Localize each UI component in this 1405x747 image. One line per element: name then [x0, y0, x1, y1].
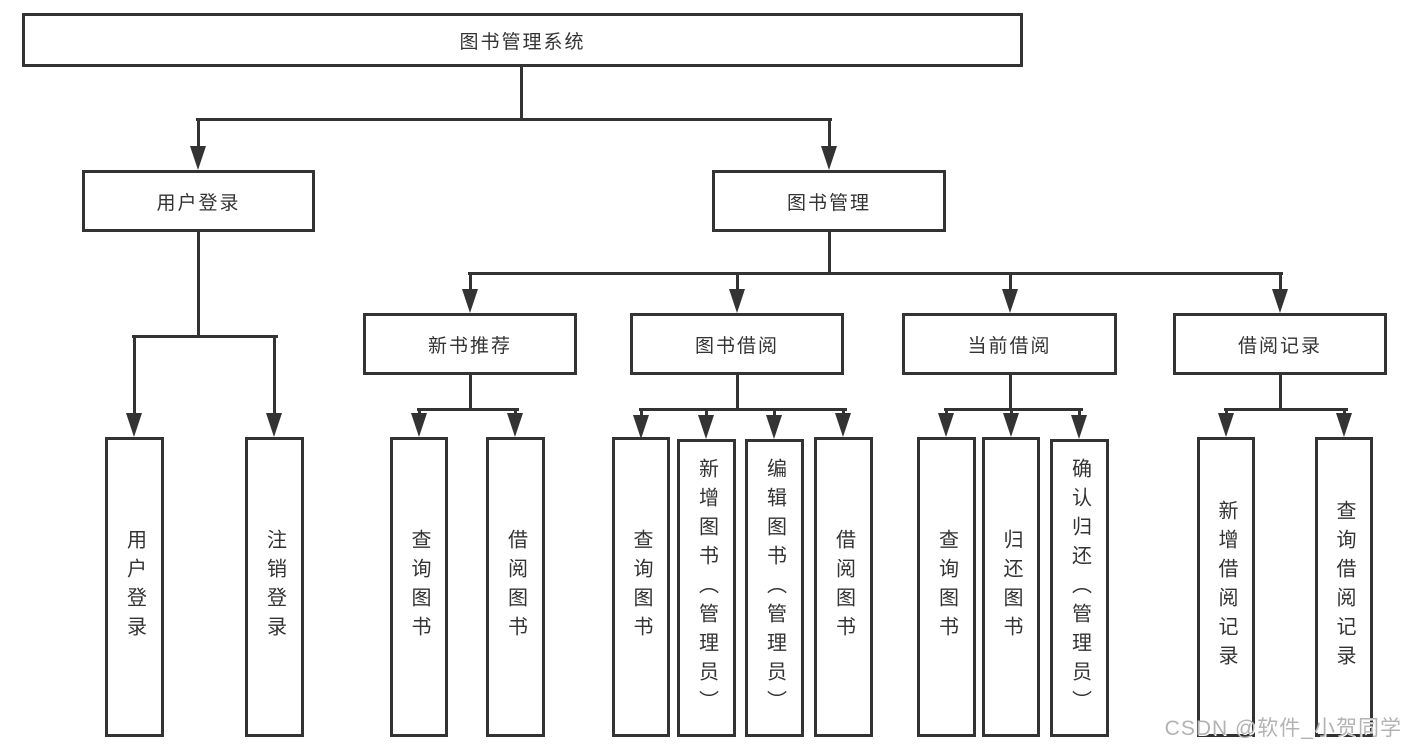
connector-line	[1343, 408, 1346, 417]
arrowhead-icon	[938, 413, 954, 437]
connector-line	[828, 118, 831, 150]
connector-line	[944, 408, 1083, 411]
connector-line	[773, 408, 776, 419]
connector-line	[520, 66, 523, 121]
connector-line	[736, 272, 739, 293]
arrowhead-icon	[1218, 413, 1234, 437]
arrowhead-icon	[126, 413, 142, 437]
arrowhead-icon	[507, 413, 523, 437]
node-label: 新书推荐	[427, 335, 512, 357]
connector-line	[132, 335, 278, 338]
connector-line	[639, 408, 847, 411]
connector-line	[842, 408, 845, 417]
connector-line	[1224, 408, 1348, 411]
connector-line	[1009, 272, 1012, 293]
leaf-return-books: 归还图书	[982, 437, 1040, 737]
connector-line	[197, 118, 200, 150]
connector-line	[417, 408, 519, 411]
arrowhead-icon	[266, 413, 282, 437]
leaf-user-login: 用户登录	[105, 437, 164, 737]
node-label: 用户登录	[156, 192, 241, 214]
connector-line	[273, 335, 276, 417]
node-label: 借阅图书	[832, 529, 855, 645]
arrowhead-icon	[411, 413, 427, 437]
node-label: 归还图书	[1000, 529, 1022, 645]
arrowhead-icon	[1336, 413, 1352, 437]
arrowhead-icon	[190, 146, 206, 170]
node-label: 新增借阅记录	[1215, 500, 1237, 674]
connector-line	[469, 272, 472, 293]
arrowhead-icon	[835, 413, 851, 437]
node-label: 图书管理系统	[459, 31, 586, 53]
connector-line	[828, 231, 831, 275]
arrowhead-icon	[698, 415, 714, 439]
connector-line	[468, 272, 1283, 275]
node-book-borrowing: 图书借阅	[630, 313, 844, 375]
arrowhead-icon	[821, 146, 837, 170]
leaf-query-books-borrow: 查询图书	[612, 437, 670, 737]
leaf-query-borrow-record: 查询借阅记录	[1315, 437, 1373, 737]
node-label: 借阅图书	[504, 529, 527, 645]
leaf-query-books-current: 查询图书	[917, 437, 976, 737]
leaf-logout: 注销登录	[245, 437, 304, 737]
arrowhead-icon	[1002, 289, 1018, 313]
connector-line	[736, 374, 739, 411]
arrowhead-icon	[1003, 413, 1019, 437]
node-book-management: 图书管理	[712, 170, 946, 232]
node-label: 查询图书	[630, 529, 652, 645]
node-label: 查询图书	[408, 529, 430, 645]
node-label: 确认归还（管理员）	[1068, 457, 1091, 719]
leaf-add-books-admin: 新增图书（管理员）	[677, 439, 736, 737]
leaf-add-borrow-record: 新增借阅记录	[1197, 437, 1255, 737]
connector-line	[418, 408, 421, 417]
connector-line	[514, 408, 517, 417]
node-label: 图书管理	[786, 192, 871, 214]
connector-line	[1279, 374, 1282, 411]
node-library-management-system: 图书管理系统	[22, 13, 1023, 67]
node-current-borrowing: 当前借阅	[902, 313, 1117, 375]
node-label: 图书借阅	[694, 335, 779, 357]
node-label: 注销登录	[263, 529, 286, 645]
arrowhead-icon	[1071, 415, 1087, 439]
connector-line	[1078, 408, 1081, 419]
connector-line	[1009, 374, 1012, 411]
node-label: 查询图书	[935, 529, 958, 645]
node-borrowing-records: 借阅记录	[1173, 313, 1387, 375]
connector-line	[945, 408, 948, 417]
arrowhead-icon	[729, 289, 745, 313]
leaf-query-books-recommend: 查询图书	[390, 437, 448, 737]
connector-line	[705, 408, 708, 419]
connector-line	[196, 118, 832, 121]
node-user-login: 用户登录	[82, 170, 315, 232]
leaf-borrow-books-recommend: 借阅图书	[486, 437, 545, 737]
arrowhead-icon	[462, 289, 478, 313]
node-label: 借阅记录	[1237, 335, 1322, 357]
connector-line	[640, 408, 643, 419]
leaf-edit-books-admin: 编辑图书（管理员）	[745, 439, 804, 737]
connector-line	[469, 374, 472, 411]
leaf-borrow-books: 借阅图书	[814, 437, 873, 737]
watermark: CSDN @软件_小贺同学	[1164, 717, 1402, 740]
connector-line	[1225, 408, 1228, 417]
node-label: 编辑图书（管理员）	[763, 457, 786, 719]
node-label: 查询借阅记录	[1333, 500, 1355, 674]
node-label: 用户登录	[123, 529, 146, 645]
connector-line	[133, 335, 136, 417]
node-label: 当前借阅	[967, 335, 1052, 357]
leaf-confirm-return-admin: 确认归还（管理员）	[1050, 439, 1109, 737]
connector-line	[1010, 408, 1013, 417]
connector-line	[197, 231, 200, 338]
arrowhead-icon	[633, 415, 649, 439]
arrowhead-icon	[766, 415, 782, 439]
arrowhead-icon	[1272, 289, 1288, 313]
node-new-book-recommend: 新书推荐	[363, 313, 577, 375]
connector-line	[1279, 272, 1282, 293]
node-label: 新增图书（管理员）	[695, 457, 718, 719]
